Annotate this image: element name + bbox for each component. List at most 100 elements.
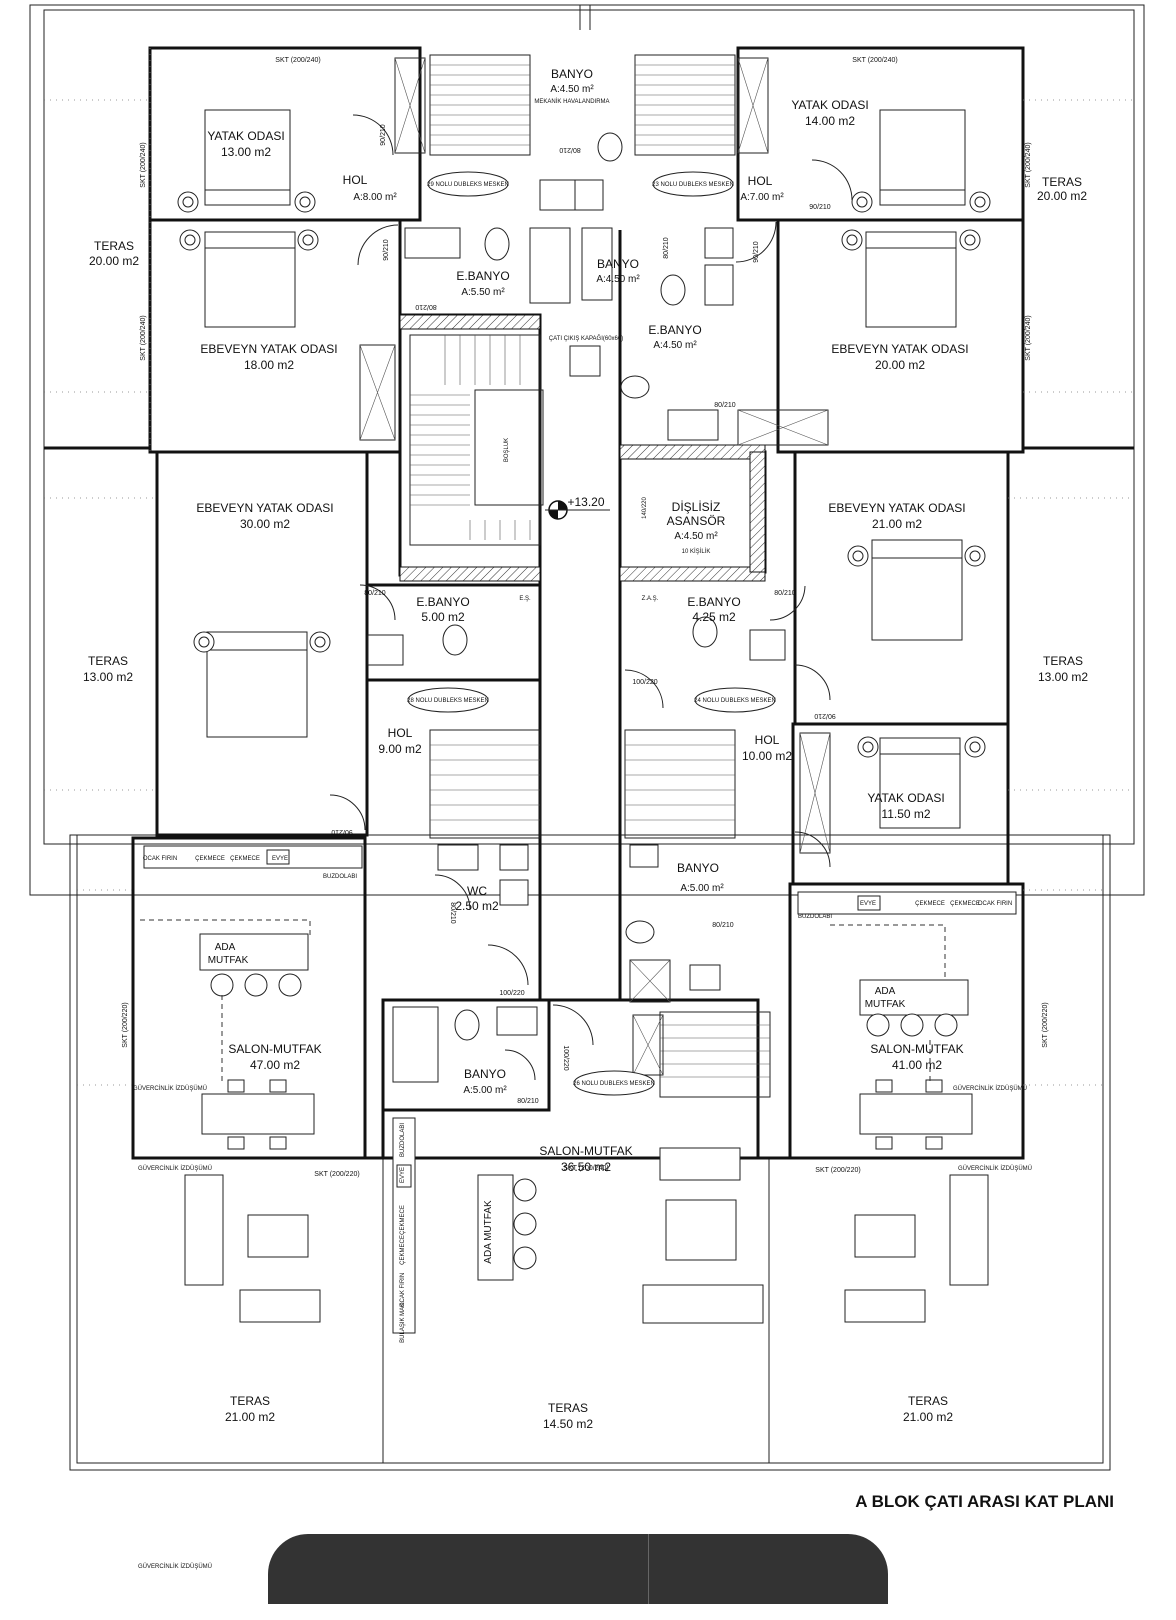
window-tag: SKT (200/220) <box>314 1171 359 1178</box>
room-area: 20.00 m2 <box>89 254 139 268</box>
room-labels: YATAK ODASI 13.00 m2 HOL A:8.00 m² BANYO… <box>83 67 1088 1431</box>
door-swings <box>329 114 853 1081</box>
hatched-walls <box>399 314 766 582</box>
appliance: BUZDOLABI <box>323 874 357 880</box>
room-name: TERAS <box>908 1394 948 1408</box>
room-area: 21.00 m2 <box>872 517 922 531</box>
room-name: SALON-MUTFAK <box>228 1042 321 1056</box>
room-area: 14.50 m2 <box>543 1417 593 1431</box>
unit-24-label: 24 NOLU DUBLEKS MESKEN <box>694 698 776 704</box>
room-area: ASANSÖR <box>667 514 726 528</box>
room-area: 5.00 m2 <box>421 610 465 624</box>
room-name: BANYO <box>597 257 639 271</box>
room-name: E.BANYO <box>456 269 509 283</box>
misc-notes: ÇATI ÇIKIŞ KAPAĞI(60x60) BOŞLUK 140/220 … <box>133 335 1032 1570</box>
room-area: 18.00 m2 <box>244 358 294 372</box>
appliance: ÇEKMECE <box>915 901 945 907</box>
window-tag: SKT (200/240) <box>275 57 320 64</box>
room-area: 13.00 m2 <box>221 145 271 159</box>
room-name: E.BANYO <box>648 323 701 337</box>
door-tag: 80/210 <box>364 590 386 597</box>
pigeon-note: GÜVERCİNLİK İZDÜŞÜMÜ <box>953 1085 1027 1092</box>
door-tag: 90/210 <box>814 712 836 719</box>
room-area: 13.00 m2 <box>83 670 133 684</box>
appliance: BUZDOLABI <box>400 1123 406 1157</box>
beds <box>204 109 966 829</box>
outer-boundary <box>29 4 1145 1471</box>
closets <box>359 57 831 1076</box>
appliance: ÇEKMECE <box>230 856 260 862</box>
room-name: EBEVEYN YATAK ODASI <box>196 501 333 515</box>
sofas <box>184 1147 989 1324</box>
room-name: EBEVEYN YATAK ODASI <box>828 501 965 515</box>
appliance-tags: OCAK FIRIN ÇEKMECE ÇEKMECE EVYE BUZDOLAB… <box>143 856 1012 1343</box>
bathroom-fixtures <box>367 132 786 1083</box>
appliance: EVYE <box>860 901 876 907</box>
room-area: 11.50 m2 <box>881 807 930 821</box>
room-area: A:4.50 m² <box>596 274 640 285</box>
door-tags: 90/210 80/210 90/210 80/210 90/210 80/21… <box>331 124 836 1105</box>
door-tag: 90/210 <box>383 239 390 261</box>
pigeon-note: GÜVERCİNLİK İZDÜŞÜMÜ <box>138 1165 212 1172</box>
door-tag: 80/210 <box>559 146 581 153</box>
room-name: WC <box>467 884 487 898</box>
elevation-label: +13.20 <box>567 495 604 509</box>
window-tags: SKT (200/240) SKT (200/240) SKT (200/240… <box>122 57 1049 1178</box>
window-tag: SKT (200/220) <box>815 1167 860 1174</box>
roof-hatch-note: ÇATI ÇIKIŞ KAPAĞI(60x60) <box>549 335 623 342</box>
door-tag: 80/210 <box>415 303 437 310</box>
door-tag: 100/220 <box>499 990 524 997</box>
door-tag: 80/210 <box>517 1098 539 1105</box>
room-area: A:4.50 m² <box>653 340 697 351</box>
appliance: OCAK FIRIN <box>400 1273 406 1307</box>
room-name: HOL <box>343 173 368 187</box>
appliance: BULAŞIK MAK. <box>400 1301 406 1343</box>
room-name: BANYO <box>551 67 593 81</box>
room-area: 36.50 m2 <box>561 1160 611 1174</box>
room-area: 21.00 m2 <box>225 1410 275 1424</box>
dining-tables <box>201 1079 973 1150</box>
door-tag: 80/210 <box>712 922 734 929</box>
appliance: OCAK FIRIN <box>978 901 1012 907</box>
pigeon-note: GÜVERCİNLİK İZDÜŞÜMÜ <box>958 1165 1032 1172</box>
unit-29-label: 29 NOLU DUBLEKS MESKEN <box>427 182 509 188</box>
room-name: TERAS <box>1043 654 1083 668</box>
room-area: 41.00 m2 <box>892 1058 942 1072</box>
ada-left-1: ADA <box>215 942 236 953</box>
appliance: ÇEKMECE <box>195 856 225 862</box>
door-tag: 100/220 <box>562 1045 569 1070</box>
void-note: BOŞLUK <box>504 438 510 462</box>
elevator-capacity: 10 KİŞİLİK <box>682 548 711 555</box>
room-area: 9.00 m2 <box>378 742 422 756</box>
appliance: EVYE <box>272 856 288 862</box>
elevator-dim: 140/220 <box>642 497 648 519</box>
window-tag: SKT (200/240) <box>1025 142 1032 187</box>
room-area: 13.00 m2 <box>1038 670 1088 684</box>
room-area: 4.25 m2 <box>692 610 736 624</box>
unit-28-label: 28 NOLU DUBLEKS MESKEN <box>407 698 489 704</box>
door-tag: 90/210 <box>753 241 760 263</box>
nightstands <box>177 191 991 758</box>
room-name: HOL <box>388 726 413 740</box>
bottom-banner <box>268 1534 888 1604</box>
room-name: TERAS <box>548 1401 588 1415</box>
appliance: EVYE <box>400 1167 406 1183</box>
room-name: TERAS <box>230 1394 270 1408</box>
pigeon-note: GÜVERCİNLİK İZDÜŞÜMÜ <box>133 1085 207 1092</box>
room-area: 47.00 m2 <box>250 1058 300 1072</box>
door-tag: 100/220 <box>632 679 657 686</box>
terrace-lines <box>44 48 1134 1463</box>
room-area: A:8.00 m² <box>353 192 397 203</box>
room-area: A:5.00 m² <box>463 1085 507 1096</box>
room-area: A:5.50 m² <box>461 287 505 298</box>
room-name: BANYO <box>677 861 719 875</box>
appliance: ÇEKMECE <box>400 1205 406 1235</box>
es-note: E.Ş. <box>519 596 531 602</box>
ada-left-2: MUTFAK <box>208 955 249 966</box>
room-area: 30.00 m2 <box>240 517 290 531</box>
room-name: TERAS <box>88 654 128 668</box>
room-name: TERAS <box>1042 175 1082 189</box>
dashed-lines <box>140 919 946 1085</box>
window-tag: SKT (200/240) <box>563 1165 608 1172</box>
room-name: YATAK ODASI <box>867 791 944 805</box>
